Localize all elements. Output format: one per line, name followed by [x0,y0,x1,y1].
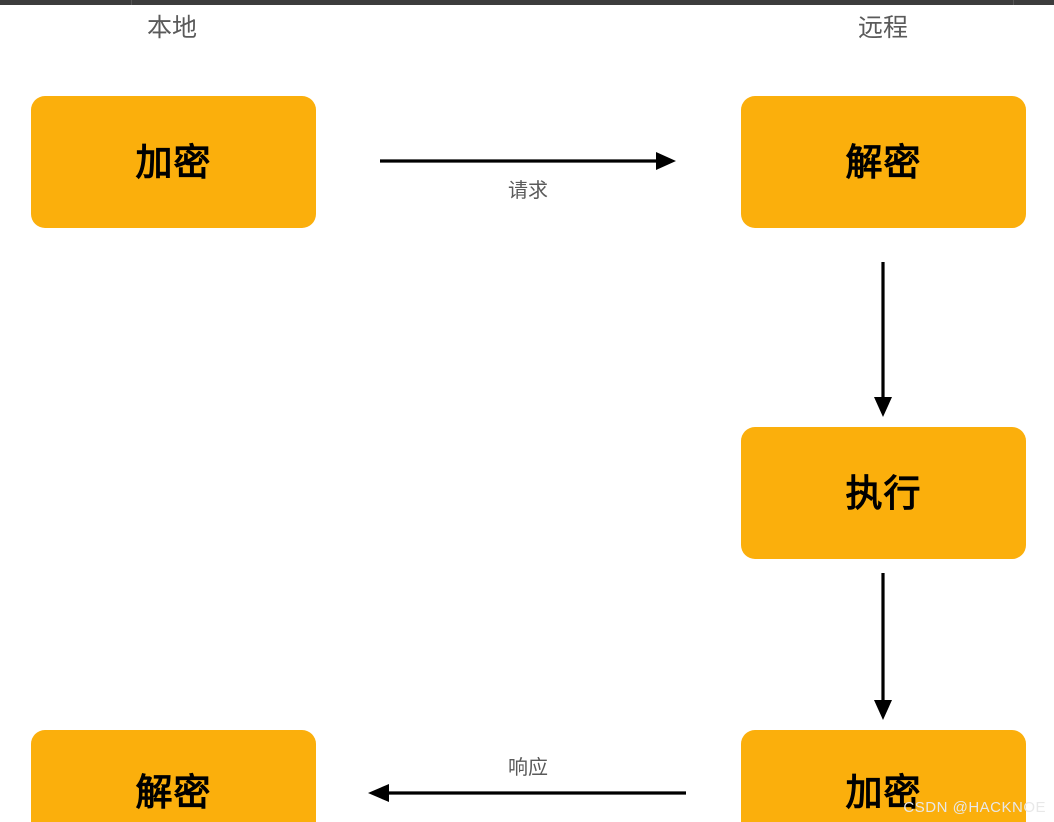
edge-label-response: 响应 [508,757,548,779]
edge-label-request: 请求 [508,180,548,202]
column-header-local: 本地 [146,14,198,42]
window-chrome-bar [0,0,1054,5]
chrome-divider [1013,0,1014,5]
arrow-decrypt-to-execute [874,262,892,417]
column-header-remote: 远程 [857,14,909,42]
node-local-encrypt[interactable]: 加密 [31,96,316,228]
node-local-decrypt[interactable]: 解密 [31,730,316,822]
node-label: 执行 [845,472,922,514]
node-remote-decrypt[interactable]: 解密 [741,96,1026,228]
node-remote-encrypt[interactable]: 加密 [741,730,1026,822]
node-label: 加密 [845,771,922,813]
arrow-execute-to-encrypt [874,573,892,720]
node-label: 解密 [845,141,922,183]
chrome-divider [131,0,132,5]
node-label: 解密 [135,771,212,813]
node-remote-execute[interactable]: 执行 [741,427,1026,559]
node-label: 加密 [135,141,212,183]
arrow-response [368,784,686,802]
arrow-request [380,152,676,170]
